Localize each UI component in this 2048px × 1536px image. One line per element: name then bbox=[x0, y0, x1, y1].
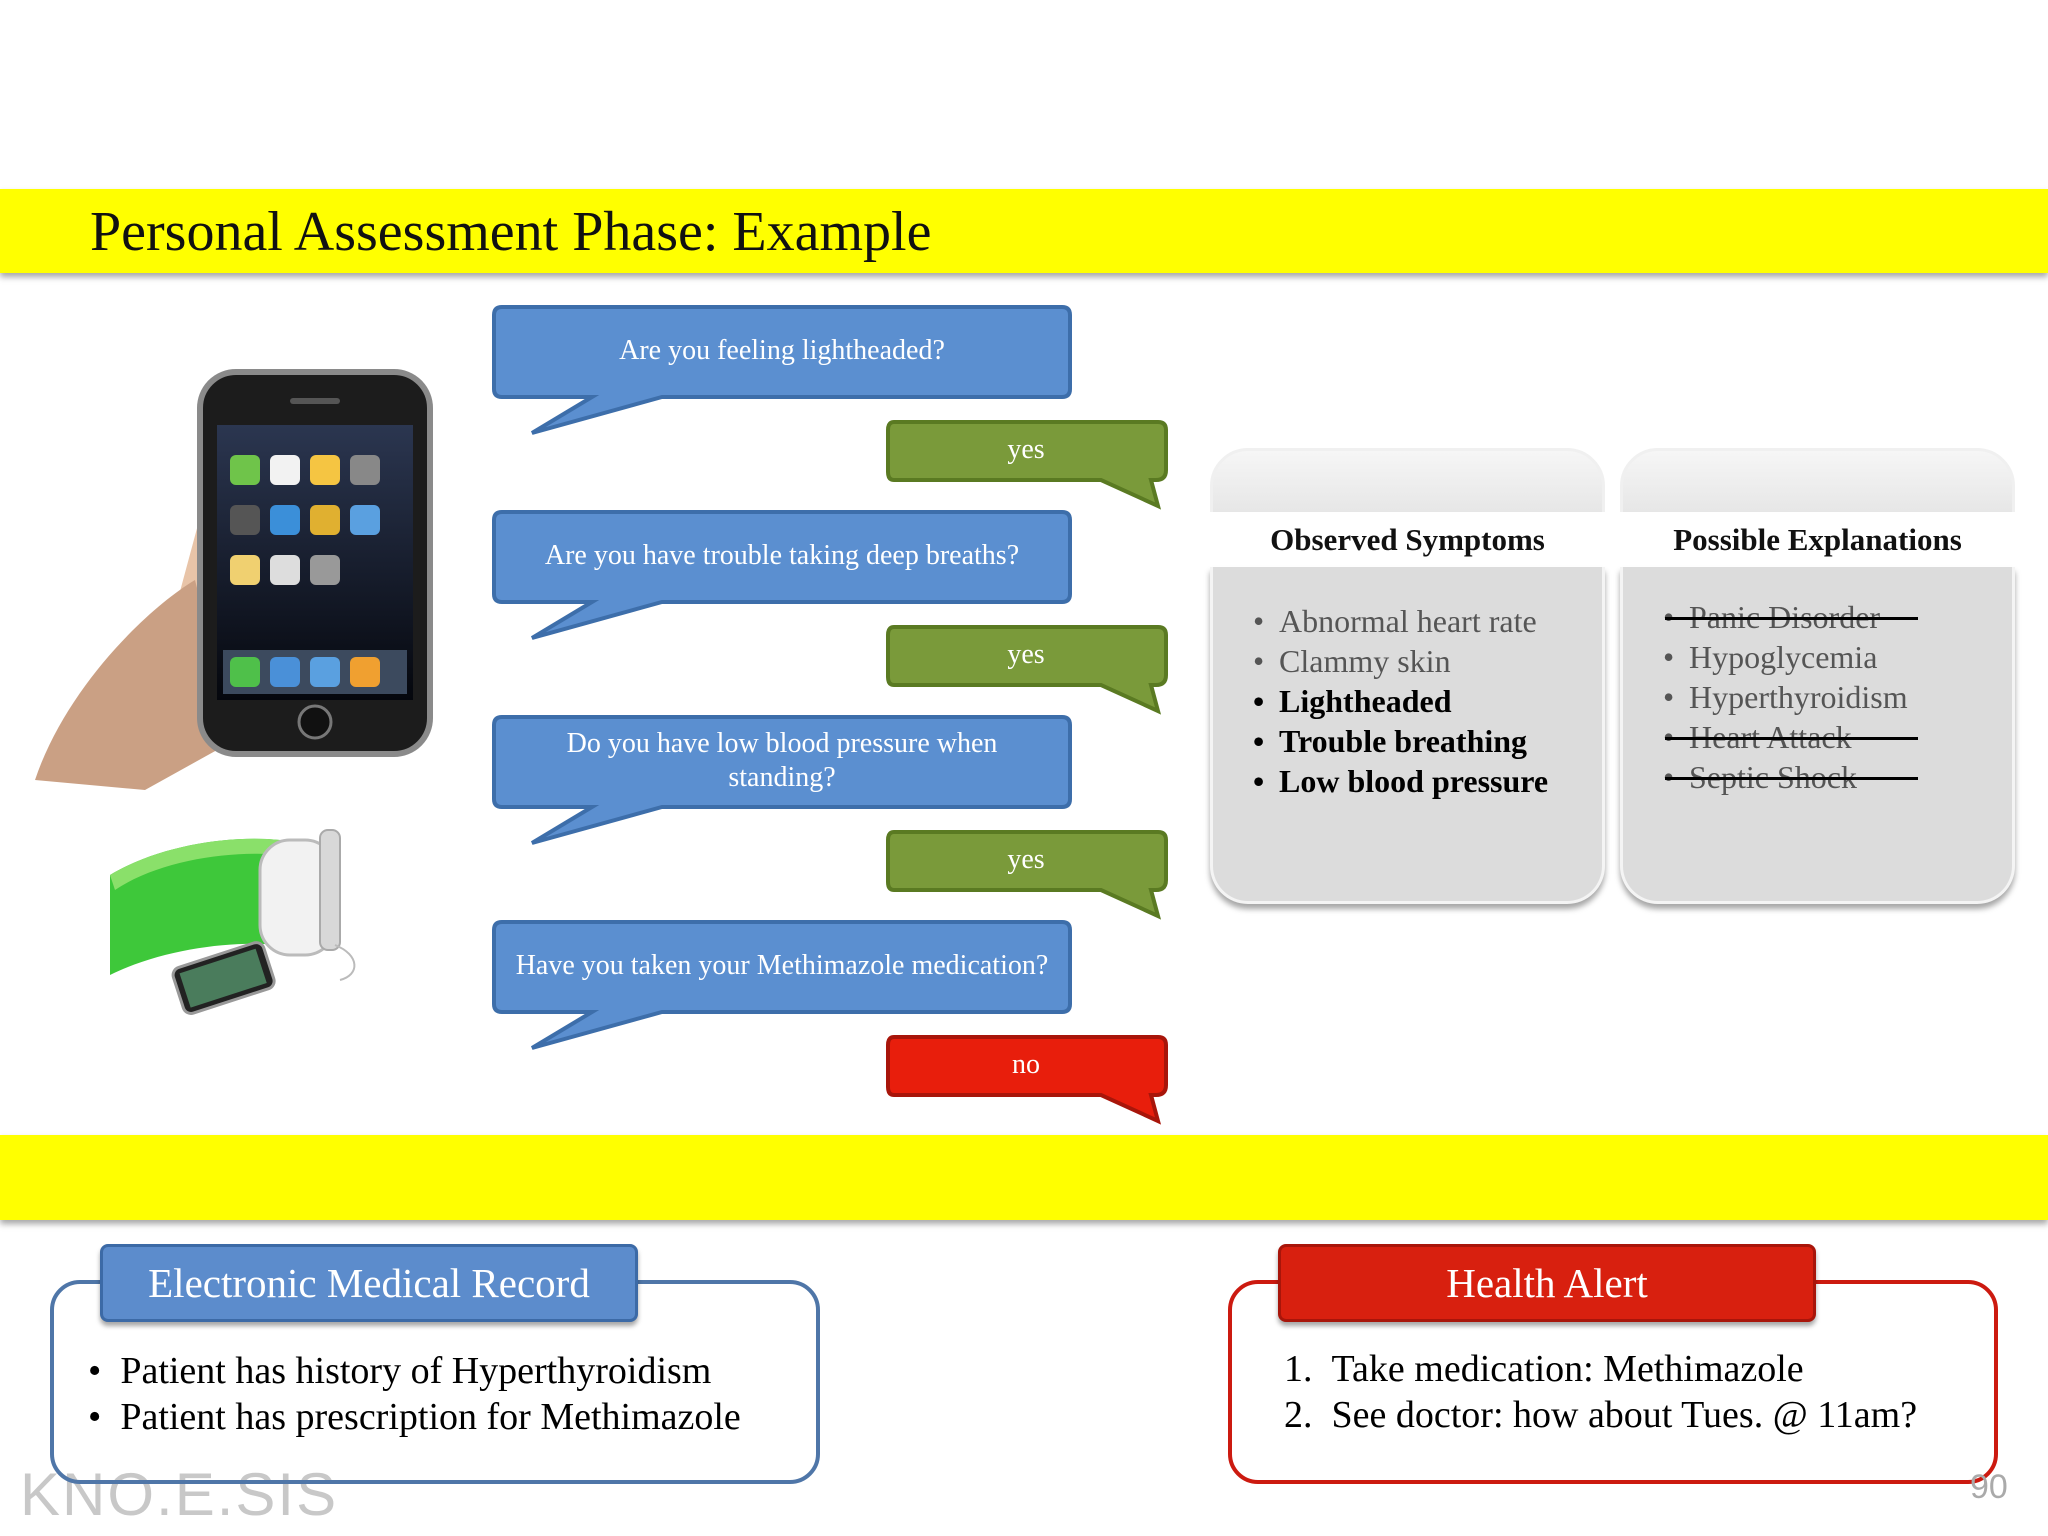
symptom-list: •Abnormal heart rate •Clammy skin •Light… bbox=[1253, 601, 1548, 801]
emr-item: • Patient has prescription for Methimazo… bbox=[88, 1396, 741, 1438]
question-text: Are you have trouble taking deep breaths… bbox=[544, 540, 1020, 571]
emr-item: • Patient has history of Hyperthyroidism bbox=[88, 1350, 712, 1392]
title-band bbox=[0, 189, 2048, 273]
question-text: Do you have low blood pressure when stan… bbox=[566, 728, 998, 793]
smartphone-illustration bbox=[35, 369, 433, 790]
symptom-item: •Low blood pressure bbox=[1253, 763, 1549, 799]
page-title: Personal Assessment Phase: Example bbox=[90, 201, 932, 263]
possible-explanations-panel: Possible Explanations •Panic Disorder •H… bbox=[1620, 448, 2015, 904]
panel-body: •Panic Disorder •Hypoglycemia •Hyperthyr… bbox=[1620, 567, 2015, 904]
explanation-list: •Panic Disorder •Hypoglycemia •Hyperthyr… bbox=[1663, 597, 1918, 797]
emr-title: Electronic Medical Record bbox=[100, 1244, 638, 1322]
answer-text: yes bbox=[1007, 844, 1045, 875]
emr-list: • Patient has history of Hyperthyroidism… bbox=[88, 1348, 741, 1440]
explanation-item: •Hyperthyroidism bbox=[1663, 679, 1908, 715]
page-number: 90 bbox=[1970, 1468, 2008, 1506]
answer-text: yes bbox=[1007, 434, 1045, 465]
divider-band bbox=[0, 1135, 2048, 1220]
blood-pressure-monitor-illustration bbox=[110, 829, 356, 1015]
panel-body: •Abnormal heart rate •Clammy skin •Light… bbox=[1210, 567, 1605, 904]
alert-list: 1. Take medication: Methimazole 2. See d… bbox=[1284, 1346, 1917, 1438]
question-text: Are you feeling lightheaded? bbox=[619, 335, 945, 366]
symptom-item: •Lightheaded bbox=[1253, 683, 1452, 719]
answer-text: no bbox=[1012, 1049, 1040, 1080]
symptom-item: •Clammy skin bbox=[1253, 643, 1451, 679]
alert-item: 2. See doctor: how about Tues. @ 11am? bbox=[1284, 1394, 1918, 1436]
question-text: Have you taken your Methimazole medicati… bbox=[515, 950, 1049, 981]
electronic-medical-record-box: • Patient has history of Hyperthyroidism… bbox=[50, 1280, 820, 1484]
symptom-item: •Trouble breathing bbox=[1253, 723, 1528, 759]
health-alert-title: Health Alert bbox=[1278, 1244, 1816, 1322]
explanation-item: •Panic Disorder bbox=[1663, 597, 1918, 637]
alert-item: 1. Take medication: Methimazole bbox=[1284, 1348, 1804, 1390]
observed-symptoms-panel: Observed Symptoms •Abnormal heart rate •… bbox=[1210, 448, 1605, 904]
explanation-item: •Heart Attack bbox=[1663, 717, 1918, 757]
answer-text: yes bbox=[1007, 639, 1045, 670]
explanation-item: •Hypoglycemia bbox=[1663, 639, 1878, 675]
explanation-item: •Septic Shock bbox=[1663, 757, 1918, 797]
panel-header: Possible Explanations bbox=[1620, 512, 2015, 567]
panel-header: Observed Symptoms bbox=[1210, 512, 1605, 567]
symptom-item: •Abnormal heart rate bbox=[1253, 603, 1537, 639]
